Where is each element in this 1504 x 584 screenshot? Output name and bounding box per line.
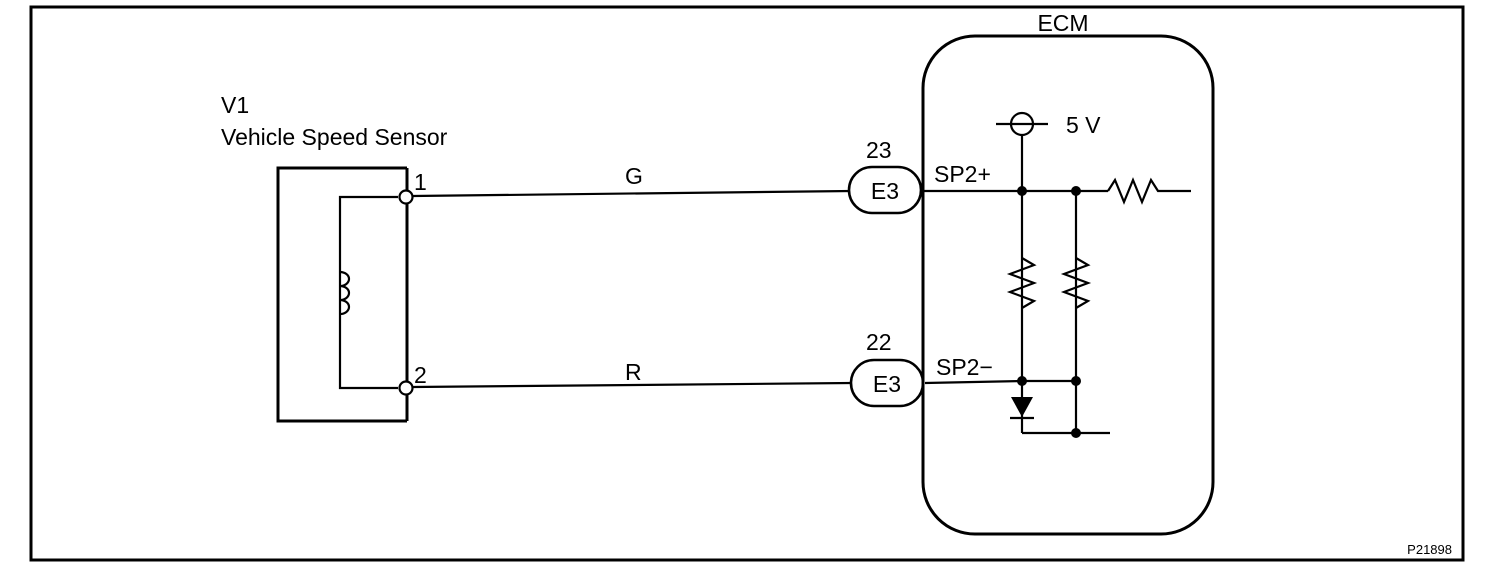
ecm-title: ECM [1037, 10, 1088, 36]
terminal-sp2-plus: SP2+ [934, 161, 991, 187]
figure-id: P21898 [1407, 542, 1452, 557]
ecm-box [921, 34, 1215, 536]
wire-r-color-label: R [625, 359, 642, 385]
wire-g-color-label: G [625, 163, 643, 189]
connector-e3-label-top: E3 [871, 178, 899, 204]
sensor-pin-1 [398, 189, 414, 205]
wire-r [412, 381, 853, 389]
diagram-frame [29, 5, 1465, 562]
connector-e3-pin-23 [847, 165, 923, 215]
junction-dot [1071, 186, 1081, 196]
sensor-pin-2 [398, 380, 414, 396]
connector-pin-23: 23 [866, 137, 892, 163]
connector-e3-label-bottom: E3 [873, 371, 901, 397]
wire-g [412, 189, 853, 198]
sensor-name: Vehicle Speed Sensor [221, 124, 448, 150]
junction-dot [1017, 376, 1027, 386]
junction-dot [1017, 186, 1027, 196]
supply-5v-icon [996, 111, 1048, 137]
sensor-body [276, 166, 409, 423]
sensor-pin-1-label: 1 [414, 169, 427, 195]
resistor-icon [1060, 257, 1092, 309]
resistor-icon [1107, 177, 1191, 205]
sensor-pin-2-label: 2 [414, 362, 427, 388]
sensor-id: V1 [221, 92, 249, 118]
diode-icon [1010, 397, 1034, 420]
pickup-coil-icon [339, 270, 351, 316]
junction-dot [1071, 428, 1081, 438]
junction-dot [1071, 376, 1081, 386]
terminal-sp2-minus: SP2− [936, 354, 993, 380]
supply-voltage-label: 5 V [1066, 112, 1101, 138]
resistor-icon [1006, 257, 1038, 309]
connector-pin-22: 22 [866, 329, 892, 355]
